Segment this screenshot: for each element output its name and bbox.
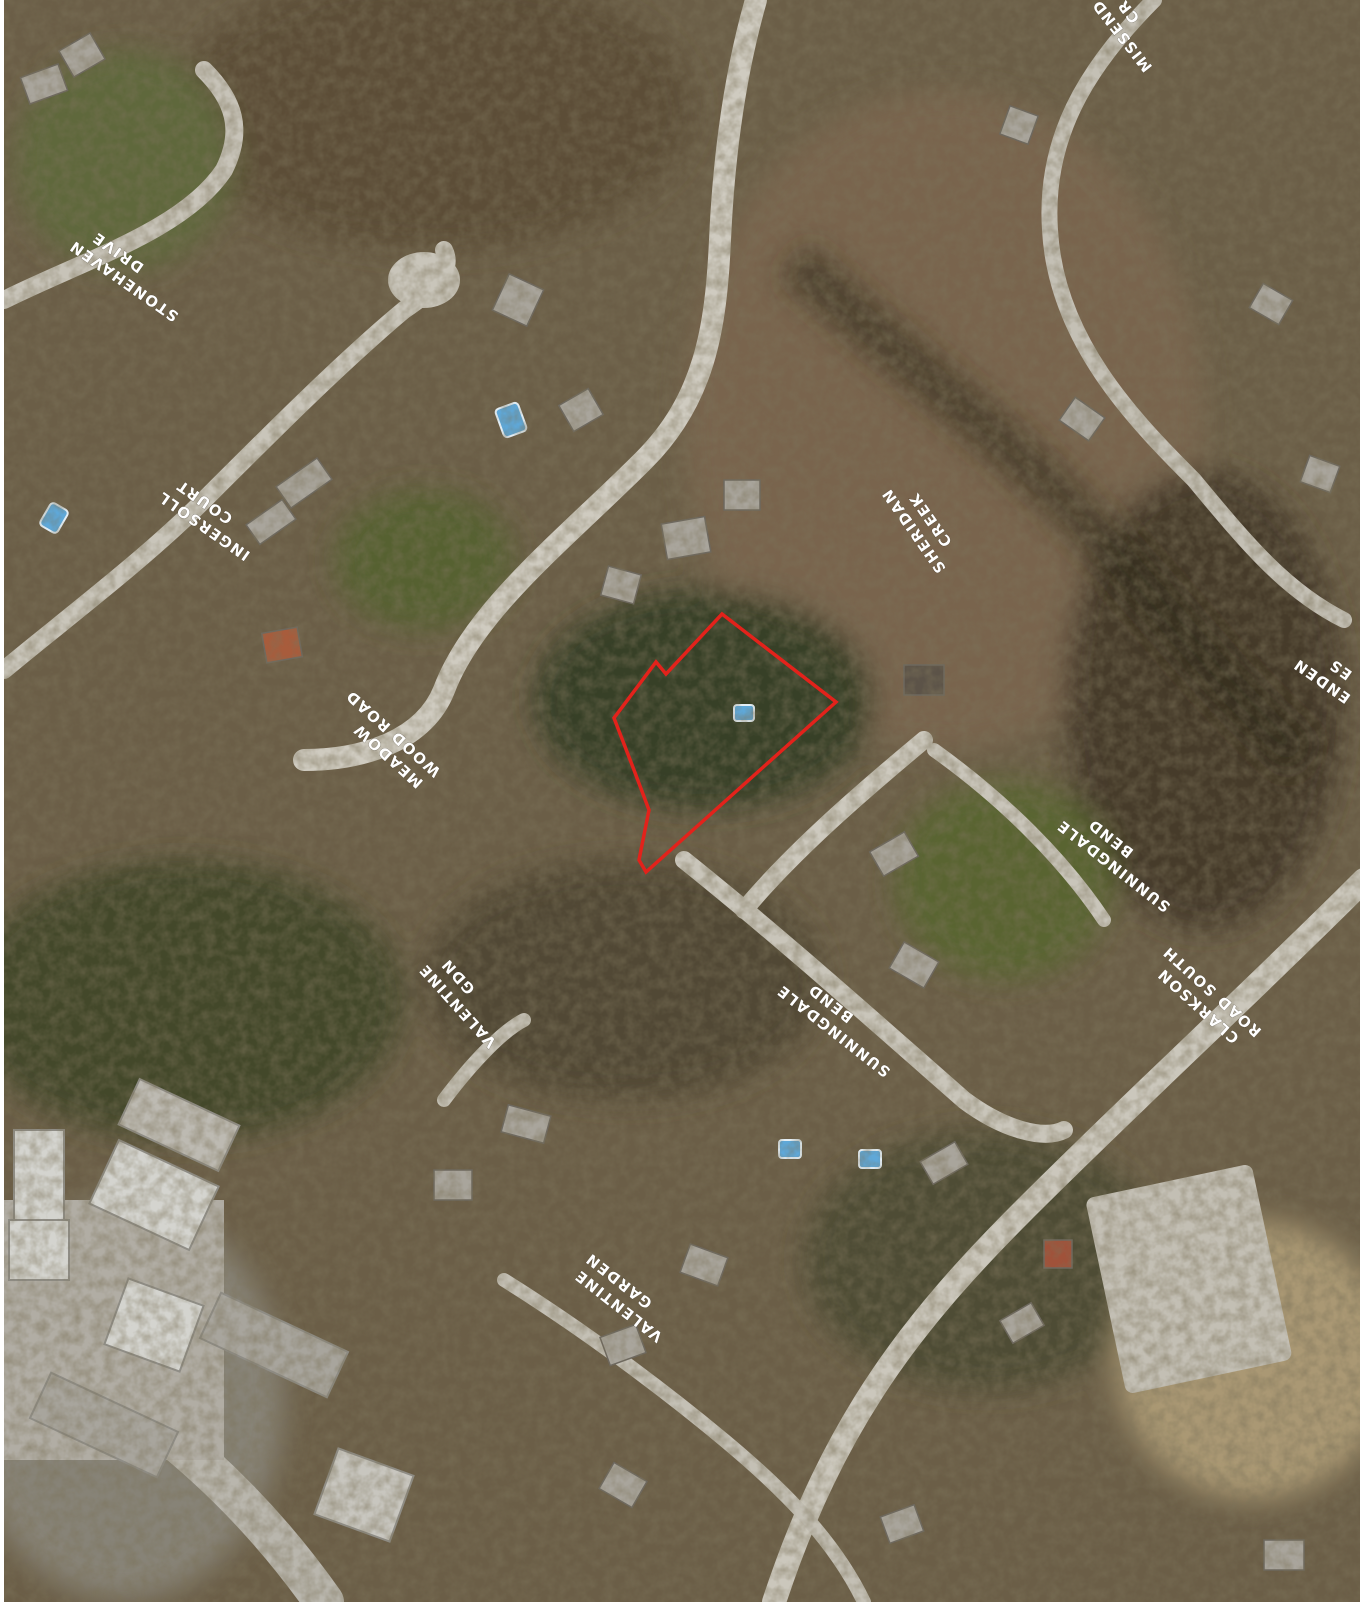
photo-texture (4, 0, 1360, 1602)
aerial-map: STONEHAVEN DRIVE INGERSOLL COURT MEADOW … (4, 0, 1360, 1602)
subject-property-outline[interactable] (612, 611, 839, 875)
